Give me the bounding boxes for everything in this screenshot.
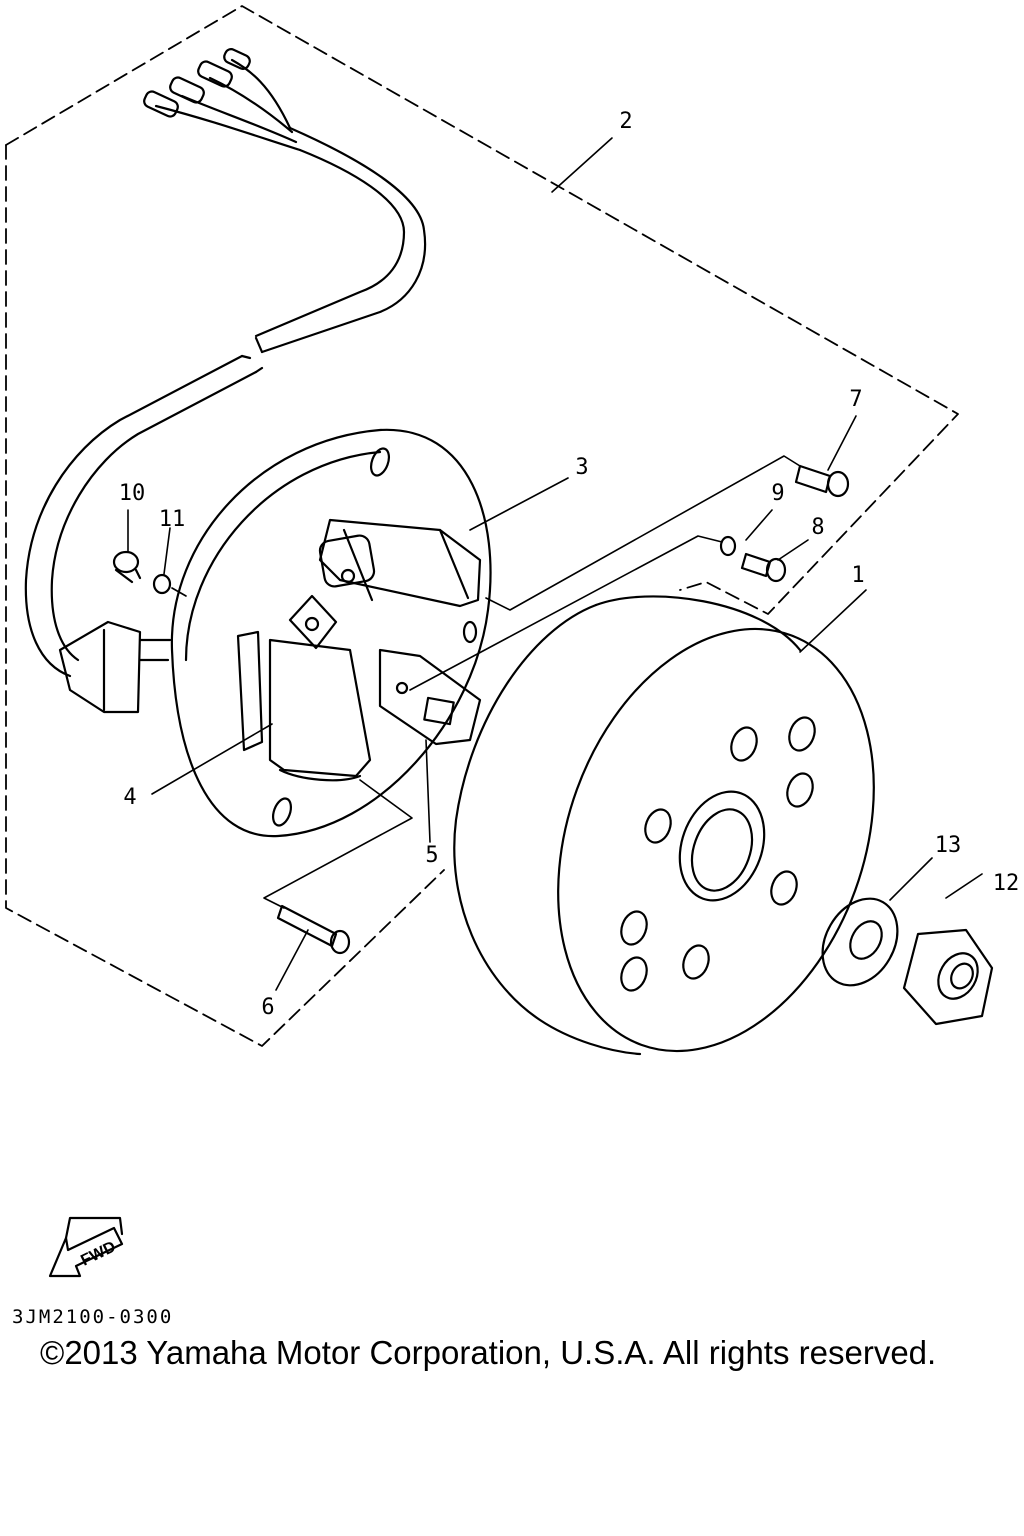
- callout-5: 5: [425, 843, 439, 868]
- bolt-7: [794, 464, 850, 498]
- flywheel-rotor: [453, 595, 875, 1056]
- callout-10: 10: [118, 481, 146, 506]
- nut-12: [902, 928, 994, 1026]
- callout-2: 2: [619, 109, 633, 134]
- callout-12: 12: [992, 871, 1020, 896]
- assembly-boundary: [5, 5, 959, 1047]
- copyright-notice: ©2013 Yamaha Motor Corporation, U.S.A. A…: [40, 1334, 937, 1371]
- wire-harness: [24, 48, 427, 714]
- assembly-lines: [171, 455, 801, 909]
- pickup-5: [378, 648, 482, 746]
- leader-lines: [127, 137, 983, 991]
- bolt-6: [276, 904, 351, 955]
- callout-13: 13: [934, 833, 962, 858]
- washer-9: [719, 535, 737, 557]
- callout-11: 11: [158, 507, 186, 532]
- callout-1: 1: [851, 563, 865, 588]
- screw-10: [112, 550, 142, 584]
- fwd-arrow-icon: FWD: [48, 1216, 124, 1278]
- callout-6: 6: [261, 995, 275, 1020]
- stator-plate: [170, 428, 492, 838]
- drawing-code: 3JM2100-0300: [12, 1306, 174, 1328]
- coil-3: [318, 518, 482, 608]
- callout-4: 4: [123, 785, 137, 810]
- bolt-8: [740, 552, 787, 583]
- callout-7: 7: [849, 387, 863, 412]
- callout-8: 8: [811, 515, 825, 540]
- coil-4: [236, 594, 372, 782]
- callout-3: 3: [575, 455, 589, 480]
- callout-9: 9: [771, 481, 785, 506]
- washer-13: [821, 897, 899, 987]
- washer-11: [152, 573, 172, 595]
